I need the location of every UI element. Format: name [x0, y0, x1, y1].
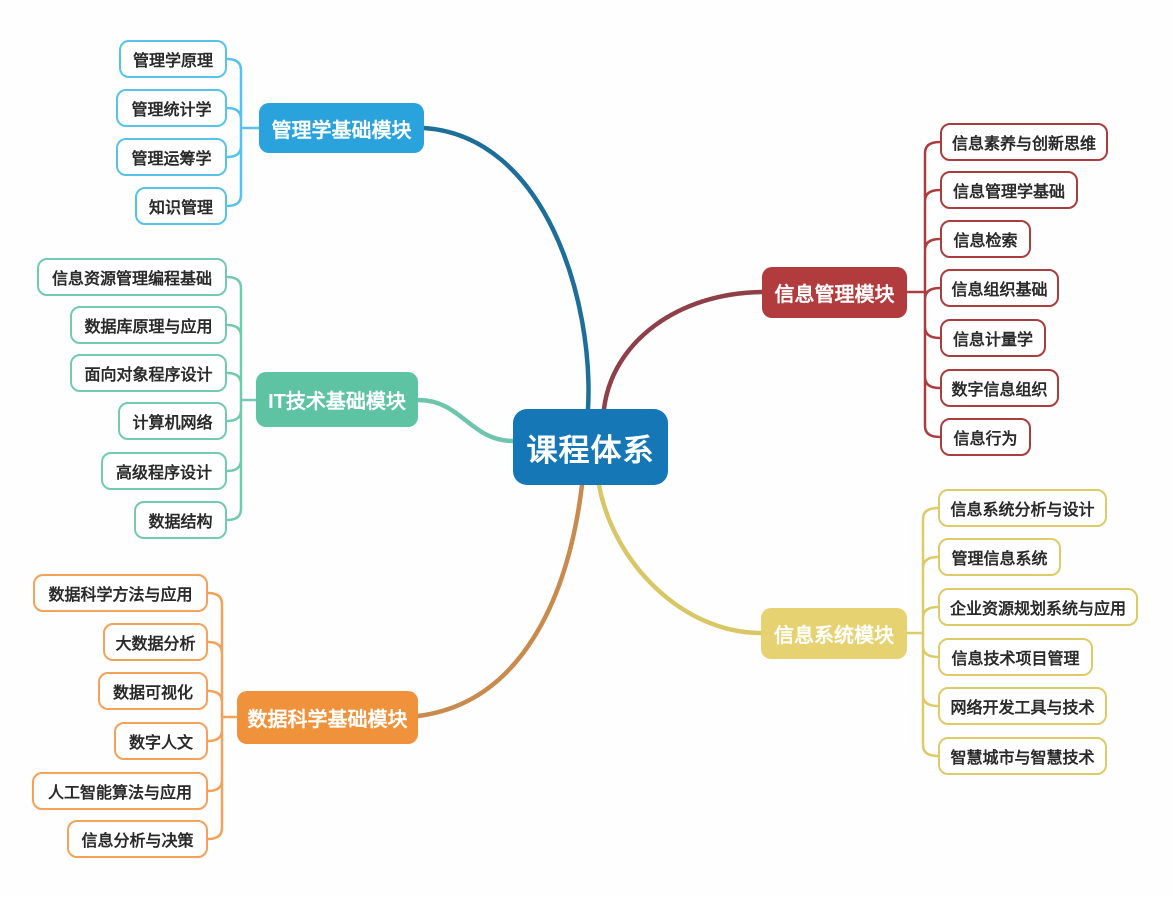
child-node-im-6[interactable]: 信息行为	[940, 418, 1031, 456]
child-node-is-1[interactable]: 管理信息系统	[938, 538, 1061, 576]
bracket-management-basics	[225, 57, 261, 208]
child-node-im-5[interactable]: 数字信息组织	[940, 369, 1059, 407]
child-node-it-3[interactable]: 计算机网络	[118, 402, 227, 440]
child-node-is-3[interactable]: 信息技术项目管理	[938, 638, 1093, 676]
child-node-mb-0[interactable]: 管理学原理	[119, 40, 227, 78]
child-node-im-0[interactable]: 信息素养与创新思维	[940, 123, 1108, 161]
child-node-it-5[interactable]: 数据结构	[134, 501, 227, 539]
child-node-ds-3[interactable]: 数字人文	[114, 722, 208, 760]
child-node-im-3[interactable]: 信息组织基础	[940, 269, 1059, 307]
child-node-im-1[interactable]: 信息管理学基础	[940, 171, 1078, 209]
bracket-data-science	[206, 591, 239, 841]
child-node-is-2[interactable]: 企业资源规划系统与应用	[938, 588, 1138, 626]
child-node-ds-2[interactable]: 数据可视化	[98, 672, 208, 710]
child-node-im-2[interactable]: 信息检索	[940, 220, 1031, 258]
child-node-it-0[interactable]: 信息资源管理编程基础	[37, 258, 227, 296]
child-node-it-4[interactable]: 高级程序设计	[101, 452, 227, 490]
branch-curve-management-basics	[421, 125, 591, 412]
root-node-course-system[interactable]: 课程体系	[513, 409, 668, 485]
branch-node-info-management[interactable]: 信息管理模块	[762, 267, 907, 318]
child-node-ds-1[interactable]: 大数据分析	[103, 623, 208, 661]
child-node-ds-5[interactable]: 信息分析与决策	[67, 820, 208, 858]
child-node-im-4[interactable]: 信息计量学	[940, 319, 1046, 357]
branch-curve-info-systems	[596, 482, 764, 636]
branch-node-management-basics[interactable]: 管理学基础模块	[259, 103, 424, 153]
child-node-mb-1[interactable]: 管理统计学	[116, 89, 227, 127]
bracket-info-systems	[905, 506, 940, 758]
child-node-mb-2[interactable]: 管理运筹学	[116, 138, 227, 176]
branch-node-it-basics[interactable]: IT技术基础模块	[256, 372, 418, 427]
branch-node-data-science[interactable]: 数据科学基础模块	[237, 691, 418, 744]
branch-curve-info-management	[601, 289, 765, 412]
child-node-it-1[interactable]: 数据库原理与应用	[70, 306, 227, 344]
child-node-ds-4[interactable]: 人工智能算法与应用	[32, 772, 208, 810]
branch-curve-it-basics	[415, 397, 516, 444]
child-node-is-4[interactable]: 网络开发工具与技术	[938, 687, 1107, 725]
bracket-info-management	[905, 140, 942, 439]
branch-curve-data-science	[415, 482, 585, 719]
child-node-it-2[interactable]: 面向对象程序设计	[70, 354, 227, 392]
bracket-it-basics	[225, 275, 258, 522]
branch-node-info-systems[interactable]: 信息系统模块	[761, 608, 907, 659]
child-node-mb-3[interactable]: 知识管理	[135, 187, 227, 225]
child-node-is-5[interactable]: 智慧城市与智慧技术	[938, 737, 1107, 775]
child-node-ds-0[interactable]: 数据科学方法与应用	[33, 574, 208, 612]
child-node-is-0[interactable]: 信息系统分析与设计	[938, 489, 1107, 527]
